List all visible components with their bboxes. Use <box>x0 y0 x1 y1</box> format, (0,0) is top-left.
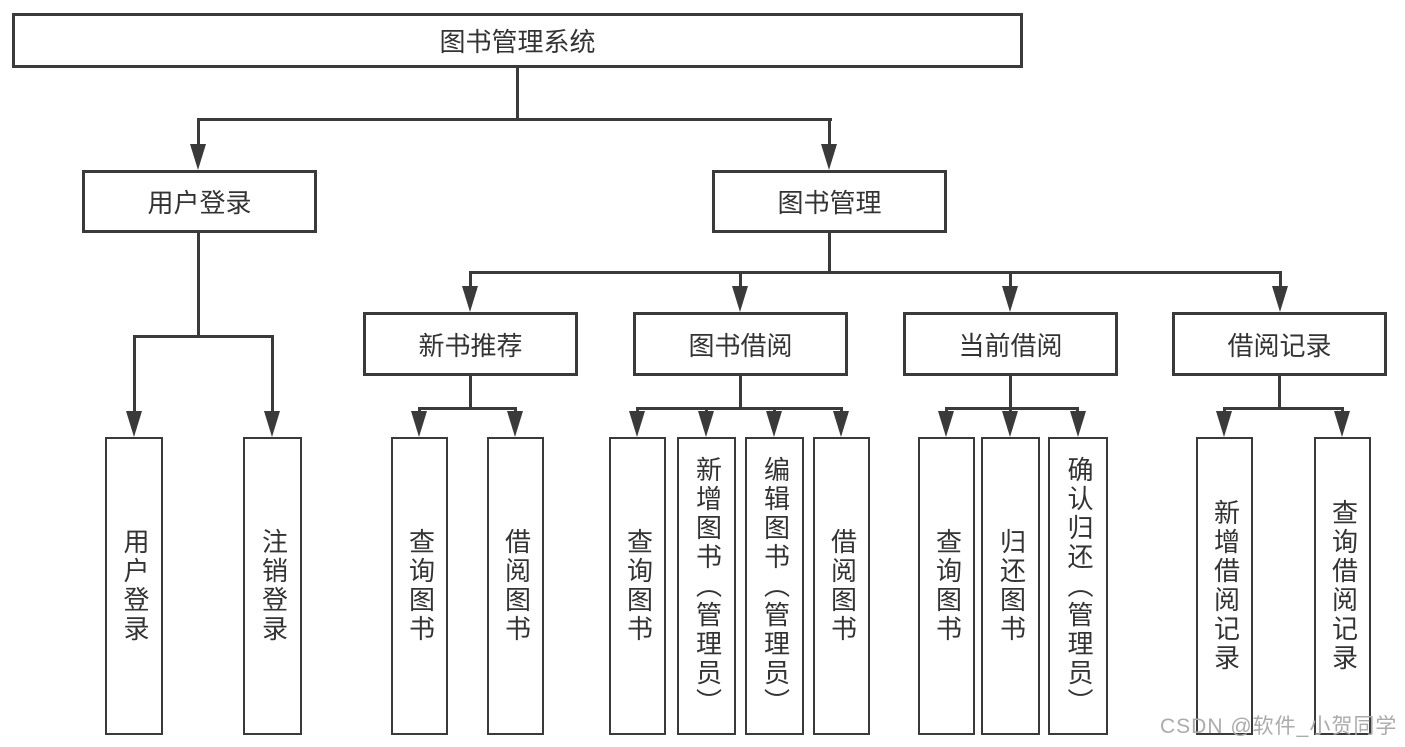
arrowhead-down-icon <box>629 411 645 437</box>
leaf-return-books: 归还图书 <box>981 437 1040 735</box>
connector-book-borrow-splitter <box>636 407 842 410</box>
arrowhead-down-icon <box>1002 286 1018 312</box>
leaf-logout: 注销登录 <box>243 437 302 735</box>
root-node-library-system: 图书管理系统 <box>12 13 1023 68</box>
node-borrow-records-label: 借阅记录 <box>1227 330 1332 361</box>
node-book-borrow-label: 图书借阅 <box>688 330 793 361</box>
leaf-edit-books-admin: 编辑图书（管理员） <box>745 437 804 735</box>
connector-root-stem <box>516 68 519 118</box>
leaf-label: 新增图书（管理员） <box>692 455 723 717</box>
node-user-login: 用户登录 <box>82 170 317 233</box>
connector-drop-current-borrow <box>1009 271 1012 288</box>
leaf-label: 归还图书 <box>996 528 1027 644</box>
leaf-label: 借阅图书 <box>827 528 858 644</box>
arrowhead-down-icon <box>462 286 478 312</box>
leaf-add-books-admin: 新增图书（管理员） <box>677 437 736 735</box>
connector-level3-splitter <box>469 271 1280 274</box>
connector-borrow-records-splitter <box>1223 407 1343 410</box>
leaf-label: 新增借阅记录 <box>1210 499 1241 673</box>
connector-drop-borrow-records <box>1279 271 1282 288</box>
node-book-management-label: 图书管理 <box>777 188 882 218</box>
arrowhead-down-icon <box>821 144 837 170</box>
connector-book-borrow-stem <box>739 376 742 407</box>
leaf-confirm-return-admin: 确认归还（管理员） <box>1048 437 1108 735</box>
node-new-book-recommend: 新书推荐 <box>363 312 578 376</box>
node-new-book-recommend-label: 新书推荐 <box>418 330 523 361</box>
connector-new-book-stem <box>469 376 472 407</box>
connector-book-management-stem <box>828 233 831 271</box>
arrowhead-down-icon <box>938 411 954 437</box>
connector-drop-leaf-logout <box>271 335 274 413</box>
arrowhead-down-icon <box>190 144 206 170</box>
arrowhead-down-icon <box>698 411 714 437</box>
arrowhead-down-icon <box>1334 411 1350 437</box>
leaf-label: 编辑图书（管理员） <box>760 455 791 717</box>
connector-user-login-splitter <box>133 335 273 338</box>
leaf-label: 查询图书 <box>405 528 436 644</box>
arrowhead-down-icon <box>1002 411 1018 437</box>
root-node-label: 图书管理系统 <box>439 27 596 57</box>
node-book-borrow: 图书借阅 <box>633 312 848 376</box>
leaf-query-books-borrow: 查询图书 <box>609 437 666 735</box>
connector-new-book-splitter <box>419 407 517 410</box>
leaf-label: 确认归还（管理员） <box>1063 455 1094 717</box>
arrowhead-down-icon <box>1070 411 1086 437</box>
arrowhead-down-icon <box>766 411 782 437</box>
leaf-query-books-current: 查询图书 <box>918 437 975 735</box>
leaf-user-login-label: 用户登录 <box>119 528 150 644</box>
arrowhead-down-icon <box>411 411 427 437</box>
connector-drop-book-management <box>828 118 831 146</box>
leaf-label: 查询借阅记录 <box>1328 499 1359 673</box>
arrowhead-down-icon <box>732 286 748 312</box>
node-user-login-label: 用户登录 <box>147 188 252 218</box>
node-book-management: 图书管理 <box>712 170 947 233</box>
arrowhead-down-icon <box>507 411 523 437</box>
leaf-label: 查询图书 <box>932 528 963 644</box>
arrowhead-down-icon <box>264 411 280 437</box>
leaf-borrow-books: 借阅图书 <box>813 437 870 735</box>
leaf-query-borrow-record: 查询借阅记录 <box>1314 437 1371 735</box>
arrowhead-down-icon <box>833 411 849 437</box>
connector-user-login-stem <box>197 233 200 335</box>
leaf-logout-label: 注销登录 <box>258 528 289 644</box>
node-borrow-records: 借阅记录 <box>1172 312 1387 376</box>
arrowhead-down-icon <box>126 411 142 437</box>
leaf-borrow-books-recommend: 借阅图书 <box>487 437 544 735</box>
leaf-label: 查询图书 <box>623 528 654 644</box>
connector-drop-user-login <box>197 118 200 146</box>
node-current-borrow-label: 当前借阅 <box>958 330 1063 361</box>
leaf-label: 借阅图书 <box>501 528 532 644</box>
leaf-add-borrow-record: 新增借阅记录 <box>1196 437 1253 735</box>
connector-drop-new-book <box>469 271 472 288</box>
arrowhead-down-icon <box>1272 286 1288 312</box>
leaf-user-login: 用户登录 <box>105 437 163 735</box>
leaf-query-books-recommend: 查询图书 <box>391 437 448 735</box>
connector-drop-book-borrow <box>739 271 742 288</box>
connector-current-borrow-stem <box>1009 376 1012 407</box>
connector-drop-leaf-user-login <box>133 335 136 413</box>
connector-borrow-records-stem <box>1278 376 1281 407</box>
arrowhead-down-icon <box>1216 411 1232 437</box>
node-current-borrow: 当前借阅 <box>903 312 1118 376</box>
connector-level2-splitter <box>197 118 832 121</box>
csdn-watermark: CSDN @软件_小贺同学 <box>1160 715 1398 738</box>
